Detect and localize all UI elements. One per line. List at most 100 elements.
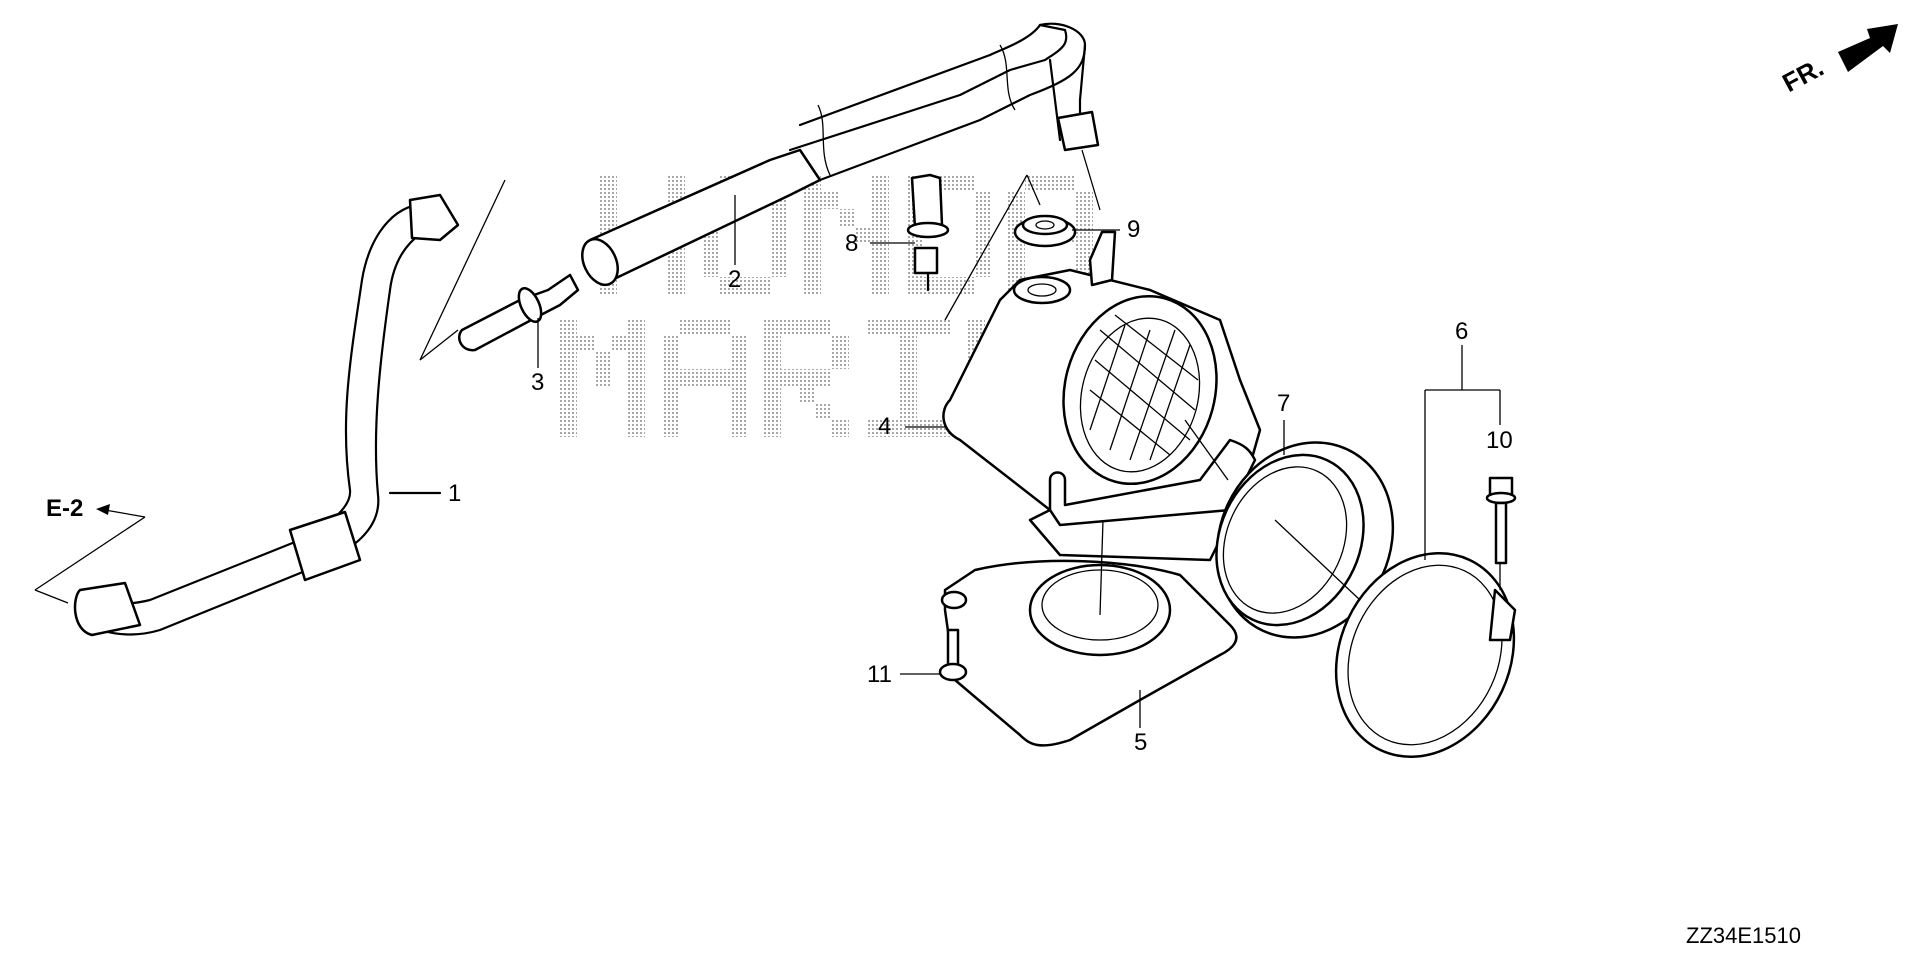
watermark-cell [577,335,594,352]
watermark-cell [815,369,832,386]
callout-8: 8 [845,230,859,257]
watermark-cell [1008,260,1025,277]
watermark-cell [1076,192,1093,209]
watermark-cell [866,318,883,335]
watermark-cell [679,318,696,335]
watermark-cell [628,352,645,369]
watermark-cell [815,318,832,335]
watermark-cell [900,335,917,352]
watermark-cell [900,318,917,335]
watermark-cell [883,420,900,437]
watermark-cell [770,243,787,260]
watermark-cell [662,403,679,420]
watermark-cell [600,175,617,192]
callout-2: 2 [728,266,742,293]
watermark-letter [804,175,889,294]
watermark-cell [804,243,821,260]
watermark-cell [679,369,696,386]
watermark-cell [628,386,645,403]
watermark-cell [713,318,730,335]
watermark-cell [900,369,917,386]
watermark-cell [662,386,679,403]
watermark-cell [957,175,974,192]
watermark-cell [662,369,679,386]
watermark-cell [855,226,872,243]
watermark-cell [628,318,645,335]
watermark-cell [1076,209,1093,226]
watermark-cell [560,403,577,420]
callout-11: 11 [867,661,892,688]
watermark-cell [611,335,628,352]
watermark-cell [600,192,617,209]
watermark-cell [974,226,991,243]
watermark-cell [753,277,770,294]
watermark-cell [838,209,855,226]
part-4-housing [905,230,1262,562]
watermark-cell [866,420,883,437]
watermark-cell [628,420,645,437]
front-direction-arrow-icon [1838,24,1898,72]
watermark-cell [798,318,815,335]
watermark-cell [821,192,838,209]
watermark-cell [832,352,849,369]
watermark-cell [1008,243,1025,260]
watermark-cell [764,420,781,437]
part-9-grommet [944,149,1120,321]
watermark-cell [770,260,787,277]
watermark-cell [696,369,713,386]
watermark-cell [1008,209,1025,226]
watermark-cell [730,352,747,369]
watermark-cell [764,386,781,403]
watermark-cell [764,403,781,420]
watermark-cell [594,352,611,369]
watermark-cell [668,175,685,192]
watermark-cell [804,277,821,294]
watermark-cell [804,192,821,209]
callout-1: 1 [448,480,462,507]
watermark-cell [702,260,719,277]
part-11-screw [900,628,968,682]
watermark-cell [872,243,889,260]
watermark-cell [1042,175,1059,192]
watermark-cell [730,369,747,386]
watermark-cell [940,277,957,294]
watermark-cell [662,352,679,369]
watermark-cell [1076,243,1093,260]
watermark-cell [872,226,889,243]
watermark-letter [866,318,951,437]
callout-5: 5 [1134,729,1148,756]
watermark-cell [900,352,917,369]
watermark-cell [696,318,713,335]
watermark-cell [730,335,747,352]
watermark-cell [900,420,917,437]
watermark-cell [662,420,679,437]
watermark-cell [594,369,611,386]
watermark-cell [719,277,736,294]
part-3-joint [419,179,580,368]
watermark-cell [764,369,781,386]
watermark-cell [702,243,719,260]
watermark-cell [804,226,821,243]
watermark-cell [668,260,685,277]
watermark-cell [560,420,577,437]
watermark-cell [770,226,787,243]
watermark-cell [764,335,781,352]
watermark-cell [900,386,917,403]
watermark-cell [798,386,815,403]
callout-3: 3 [531,369,545,396]
watermark-cell [883,318,900,335]
watermark-cell [923,277,940,294]
watermark-cell [906,277,923,294]
watermark-cell [560,335,577,352]
watermark-cell [628,403,645,420]
watermark-cell [974,243,991,260]
watermark-cell [872,277,889,294]
watermark-cell [872,209,889,226]
watermark-cell [781,369,798,386]
watermark-cell [781,318,798,335]
callout-4: 4 [878,413,892,440]
watermark-cell [730,403,747,420]
part-10-bolt [1485,476,1517,565]
watermark-cell [872,260,889,277]
